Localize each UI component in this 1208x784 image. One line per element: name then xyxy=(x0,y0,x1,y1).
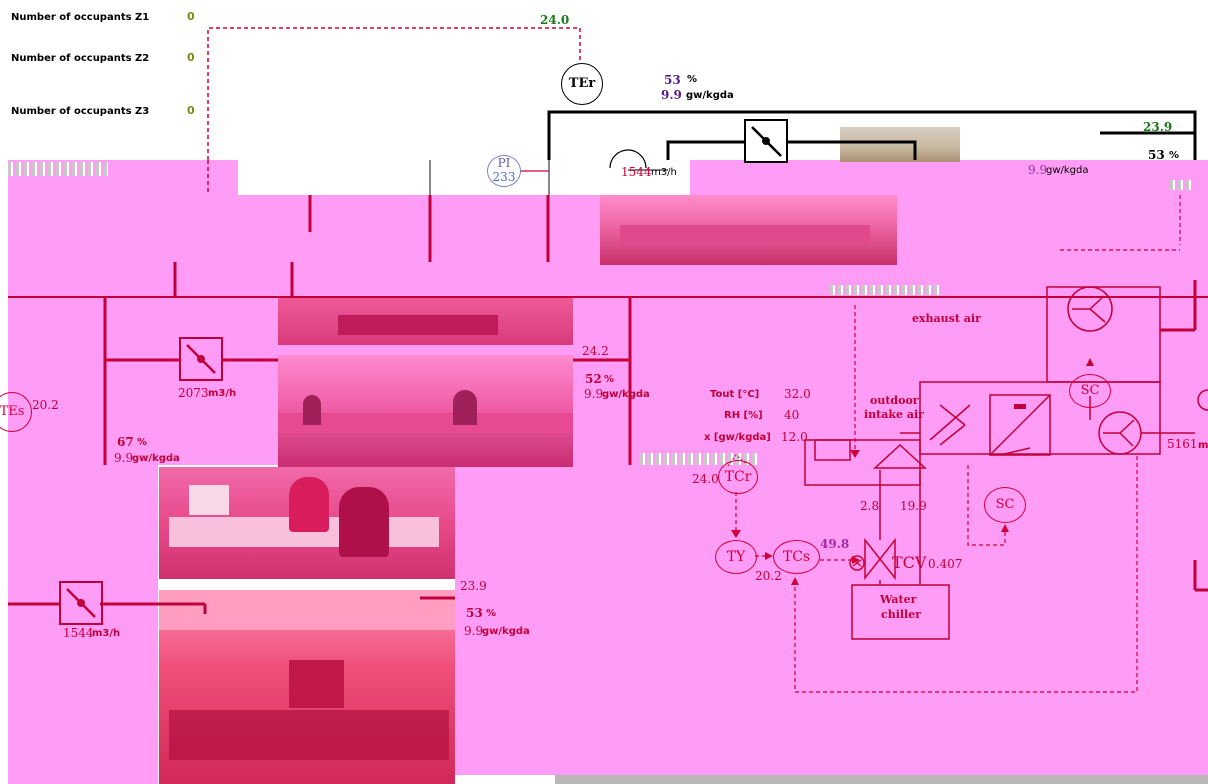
tcr-sensor: TCr xyxy=(718,460,758,494)
ty-sensor: TY xyxy=(715,540,757,574)
z3-rh-unit: % xyxy=(486,608,496,620)
z2-supply-rh: 67 xyxy=(117,435,134,449)
tes-value: 20.2 xyxy=(32,398,59,412)
z2-flow-unit: m3/h xyxy=(208,388,236,400)
tcv-value: 0.407 xyxy=(928,557,962,571)
tout-label: Tout [°C] xyxy=(710,389,759,401)
sc-supply: SC xyxy=(984,487,1026,523)
z1-x: 9.9 xyxy=(1028,163,1047,177)
z2-rh: 52 xyxy=(585,372,602,386)
x-label: x [gw/kgda] xyxy=(704,432,771,444)
z2-x-unit: gw/kgda xyxy=(602,389,650,401)
z1-rh-unit: % xyxy=(1169,150,1179,162)
z2-supply-x-unit: gw/kgda xyxy=(132,453,180,465)
pi-sensor: PI 233 xyxy=(487,155,521,187)
coil-out-temp: 19.9 xyxy=(900,499,927,513)
occupants-z2-label: Number of occupants Z2 xyxy=(11,53,149,65)
ter-rh: 53 xyxy=(664,73,681,87)
tcr-value: 24.0 xyxy=(692,472,719,486)
chiller-label-2: chiller xyxy=(881,609,921,621)
chiller-label-1: Water xyxy=(880,594,916,606)
sc-exhaust: SC xyxy=(1069,374,1111,408)
x-value: 12.0 xyxy=(781,430,808,444)
z3-x: 9.9 xyxy=(464,624,483,638)
z3-rh: 53 xyxy=(466,606,483,620)
intake-air-label: intake air xyxy=(864,409,924,421)
damper-z1 xyxy=(745,120,787,162)
air-handling-unit xyxy=(805,287,1195,485)
damper-z3 xyxy=(60,582,102,624)
z1-flow: 1544 xyxy=(621,165,652,179)
z3-flow: 1544 xyxy=(63,626,94,640)
ter-x: 9.9 xyxy=(661,88,682,102)
exhaust-fan xyxy=(1068,287,1112,331)
exhaust-air-label: exhaust air xyxy=(912,313,981,325)
z2-x: 9.9 xyxy=(584,387,603,401)
occupants-z3-value: 0 xyxy=(187,105,195,117)
tout-value: 32.0 xyxy=(784,387,811,401)
z2-rh-unit: % xyxy=(604,374,614,386)
occupants-z2-value: 0 xyxy=(187,52,195,64)
z3-temp: 23.9 xyxy=(460,579,487,593)
damper-z2 xyxy=(180,338,222,380)
supply-fan xyxy=(1099,412,1141,454)
water-chiller: Water chiller xyxy=(852,585,949,639)
z1-x-unit: gw/kgda xyxy=(1046,165,1089,177)
z3-x-unit: gw/kgda xyxy=(482,626,530,638)
supply-flow: 5161 xyxy=(1167,437,1198,451)
ter-rh-unit: % xyxy=(687,74,697,86)
z2-flow: 2073 xyxy=(178,386,209,400)
ter-sensor: TEr xyxy=(561,63,603,105)
z2-supply-x: 9.9 xyxy=(114,451,133,465)
occupants-z3-label: Number of occupants Z3 xyxy=(11,106,149,118)
outdoor-label: outdoor xyxy=(870,395,919,407)
ter-x-unit: gw/kgda xyxy=(686,90,734,102)
occupants-z1-label: Number of occupants Z1 xyxy=(11,12,149,24)
ter-temp: 24.0 xyxy=(540,13,569,27)
coil-in-temp: 2.8 xyxy=(860,499,879,513)
z1-temp: 23.9 xyxy=(1143,120,1172,134)
supply-flow-unit: m xyxy=(1198,440,1208,452)
rh-value: 40 xyxy=(784,408,799,422)
pi-value: 233 xyxy=(488,170,520,184)
z3-flow-unit: m3/h xyxy=(92,628,120,640)
z2-temp: 24.2 xyxy=(582,344,609,358)
tcs-value: 20.2 xyxy=(755,569,782,583)
z1-flow-unit: m3/h xyxy=(651,167,677,179)
tcv-label: TCV xyxy=(892,556,926,570)
z2-supply-rh-unit: % xyxy=(137,437,147,449)
pi-label: PI xyxy=(488,156,520,170)
rh-label: RH [%] xyxy=(724,410,763,422)
occupants-z1-value: 0 xyxy=(187,11,195,23)
z1-rh: 53 xyxy=(1148,148,1165,162)
tcs-output: 49.8 xyxy=(820,537,849,551)
